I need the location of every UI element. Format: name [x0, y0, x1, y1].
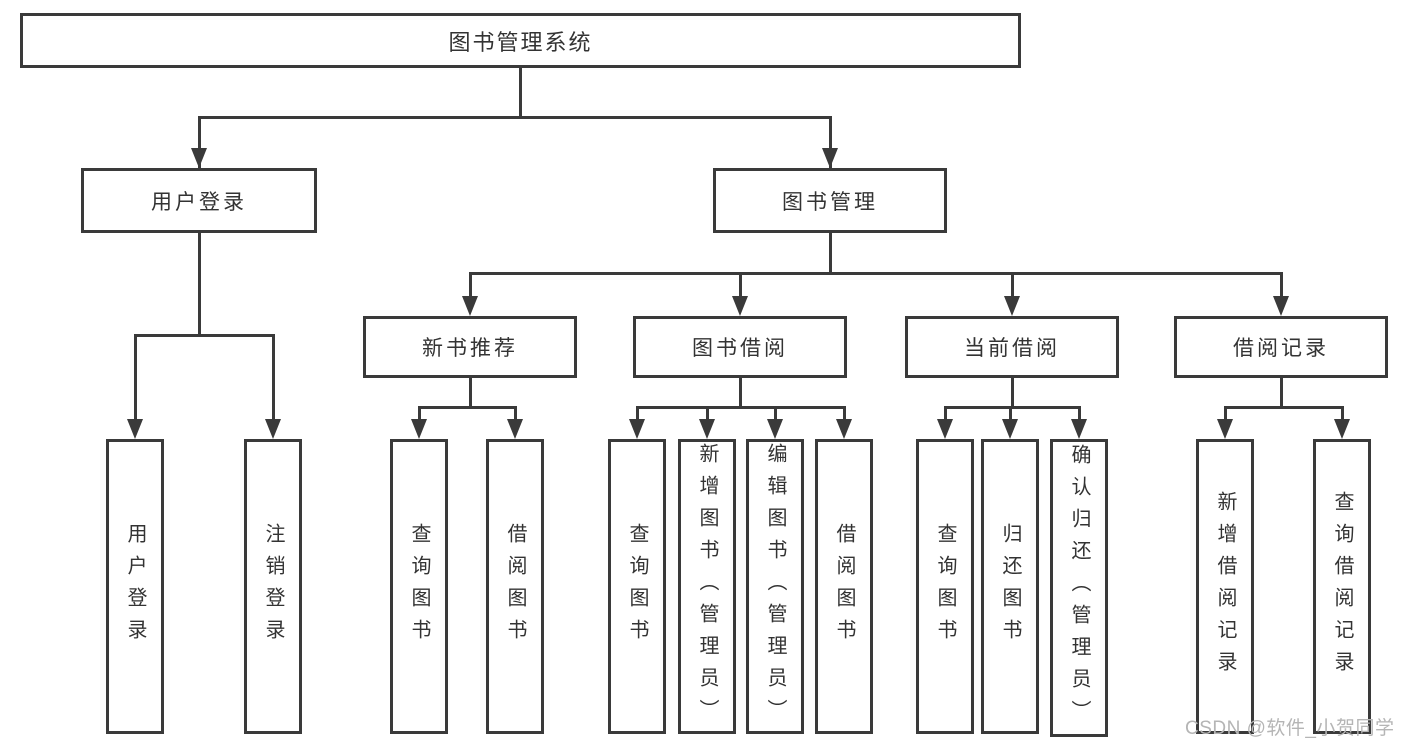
arrow-down-icon [937, 419, 953, 439]
arrow-down-icon [1273, 296, 1289, 316]
connector-leaf-arrow-line [1077, 406, 1081, 426]
arrow-down-icon [699, 419, 715, 439]
connector-group-hline [943, 406, 1081, 409]
connector-leaf-arrow-line [705, 406, 709, 426]
node-leaf-return-books: 归还图书 [981, 439, 1039, 734]
arrow-down-icon [265, 419, 281, 439]
connector-user-hline [133, 334, 275, 337]
arrow-down-icon [836, 419, 852, 439]
node-leaf-query-books-newbook: 查询图书 [390, 439, 448, 734]
connector-l2-arrow-line [197, 116, 201, 168]
node-user-login: 用户登录 [81, 168, 317, 233]
node-label: 查询图书 [934, 522, 956, 651]
connector-l2-hline [197, 116, 832, 119]
node-label: 归还图书 [999, 522, 1021, 651]
connector-leaf-arrow-line [417, 406, 421, 426]
connector-leaf-arrow-line [773, 406, 777, 426]
node-new-book-recommend: 新书推荐 [363, 316, 577, 378]
node-label: 借阅记录 [1233, 337, 1329, 360]
node-label: 新增图书（管理员） [696, 442, 718, 731]
connector-l3-arrow-line [1010, 272, 1014, 302]
node-label: 新书推荐 [422, 337, 518, 360]
connector-group-hline [1223, 406, 1344, 409]
connector-leaf-arrow-line [842, 406, 846, 426]
node-leaf-query-borrow-record: 查询借阅记录 [1313, 439, 1371, 734]
arrow-down-icon [1334, 419, 1350, 439]
connector-group-stub [468, 378, 472, 409]
node-book-management: 图书管理 [713, 168, 947, 233]
node-leaf-logout: 注销登录 [244, 439, 302, 734]
connector-l3-arrow-line [1279, 272, 1283, 302]
connector-group-hline [417, 406, 517, 409]
node-leaf-add-borrow-record: 新增借阅记录 [1196, 439, 1254, 734]
connector-leaf-arrow-line [1223, 406, 1227, 426]
connector-leaf-arrow-line [1340, 406, 1344, 426]
node-label: 借阅图书 [504, 522, 526, 651]
node-label: 确认归还（管理员） [1068, 444, 1090, 732]
connector-group-stub [1279, 378, 1283, 409]
connector-group-stub [1010, 378, 1014, 409]
arrow-down-icon [507, 419, 523, 439]
connector-l2-arrow-line [828, 116, 832, 168]
arrow-down-icon [191, 148, 207, 168]
node-label: 图书管理系统 [448, 29, 593, 55]
node-label: 借阅图书 [833, 522, 855, 651]
arrow-down-icon [629, 419, 645, 439]
node-leaf-query-books-current: 查询图书 [916, 439, 974, 734]
connector-user-stub [197, 233, 201, 334]
node-label: 编辑图书（管理员） [764, 442, 786, 731]
connector-leaf-arrow-line [271, 334, 275, 425]
connector-group-hline [635, 406, 846, 409]
arrow-down-icon [767, 419, 783, 439]
node-label: 注销登录 [262, 522, 284, 651]
node-leaf-add-books-admin: 新增图书（管理员） [678, 439, 736, 734]
arrow-down-icon [1071, 419, 1087, 439]
node-current-borrowing: 当前借阅 [905, 316, 1119, 378]
node-label: 当前借阅 [964, 337, 1060, 360]
arrow-down-icon [127, 419, 143, 439]
arrow-down-icon [822, 148, 838, 168]
node-leaf-borrow-books-newbook: 借阅图书 [486, 439, 544, 734]
node-borrowing-records: 借阅记录 [1174, 316, 1388, 378]
connector-leaf-arrow-line [943, 406, 947, 426]
arrow-down-icon [1004, 296, 1020, 316]
arrow-down-icon [1217, 419, 1233, 439]
connector-leaf-arrow-line [133, 334, 137, 425]
arrow-down-icon [732, 296, 748, 316]
connector-leaf-arrow-line [1008, 406, 1012, 426]
node-leaf-user-login: 用户登录 [106, 439, 164, 734]
connector-leaf-arrow-line [513, 406, 517, 426]
node-label: 查询图书 [626, 522, 648, 651]
node-label: 查询借阅记录 [1331, 490, 1353, 683]
connector-leaf-arrow-line [635, 406, 639, 426]
arrow-down-icon [411, 419, 427, 439]
connector-root-stub [519, 68, 522, 119]
node-leaf-confirm-return-admin: 确认归还（管理员） [1050, 439, 1108, 737]
arrow-down-icon [1002, 419, 1018, 439]
csdn-watermark: CSDN @软件_小贺同学 [1185, 718, 1395, 739]
node-label: 图书借阅 [692, 337, 788, 360]
connector-mgmt-stub [828, 233, 832, 275]
node-label: 用户登录 [151, 190, 247, 214]
node-leaf-edit-books-admin: 编辑图书（管理员） [746, 439, 804, 734]
node-leaf-borrow-books-borrow: 借阅图书 [815, 439, 873, 734]
node-leaf-query-books-borrow: 查询图书 [608, 439, 666, 734]
node-book-management-system: 图书管理系统 [20, 13, 1021, 68]
node-label: 图书管理 [782, 190, 878, 214]
connector-l3-arrow-line [738, 272, 742, 302]
connector-l3-hline [468, 272, 1283, 275]
node-label: 新增借阅记录 [1214, 490, 1236, 683]
node-label: 查询图书 [408, 522, 430, 651]
arrow-down-icon [462, 296, 478, 316]
connector-group-stub [738, 378, 742, 409]
node-book-borrowing: 图书借阅 [633, 316, 847, 378]
connector-l3-arrow-line [468, 272, 472, 302]
node-label: 用户登录 [124, 522, 146, 651]
